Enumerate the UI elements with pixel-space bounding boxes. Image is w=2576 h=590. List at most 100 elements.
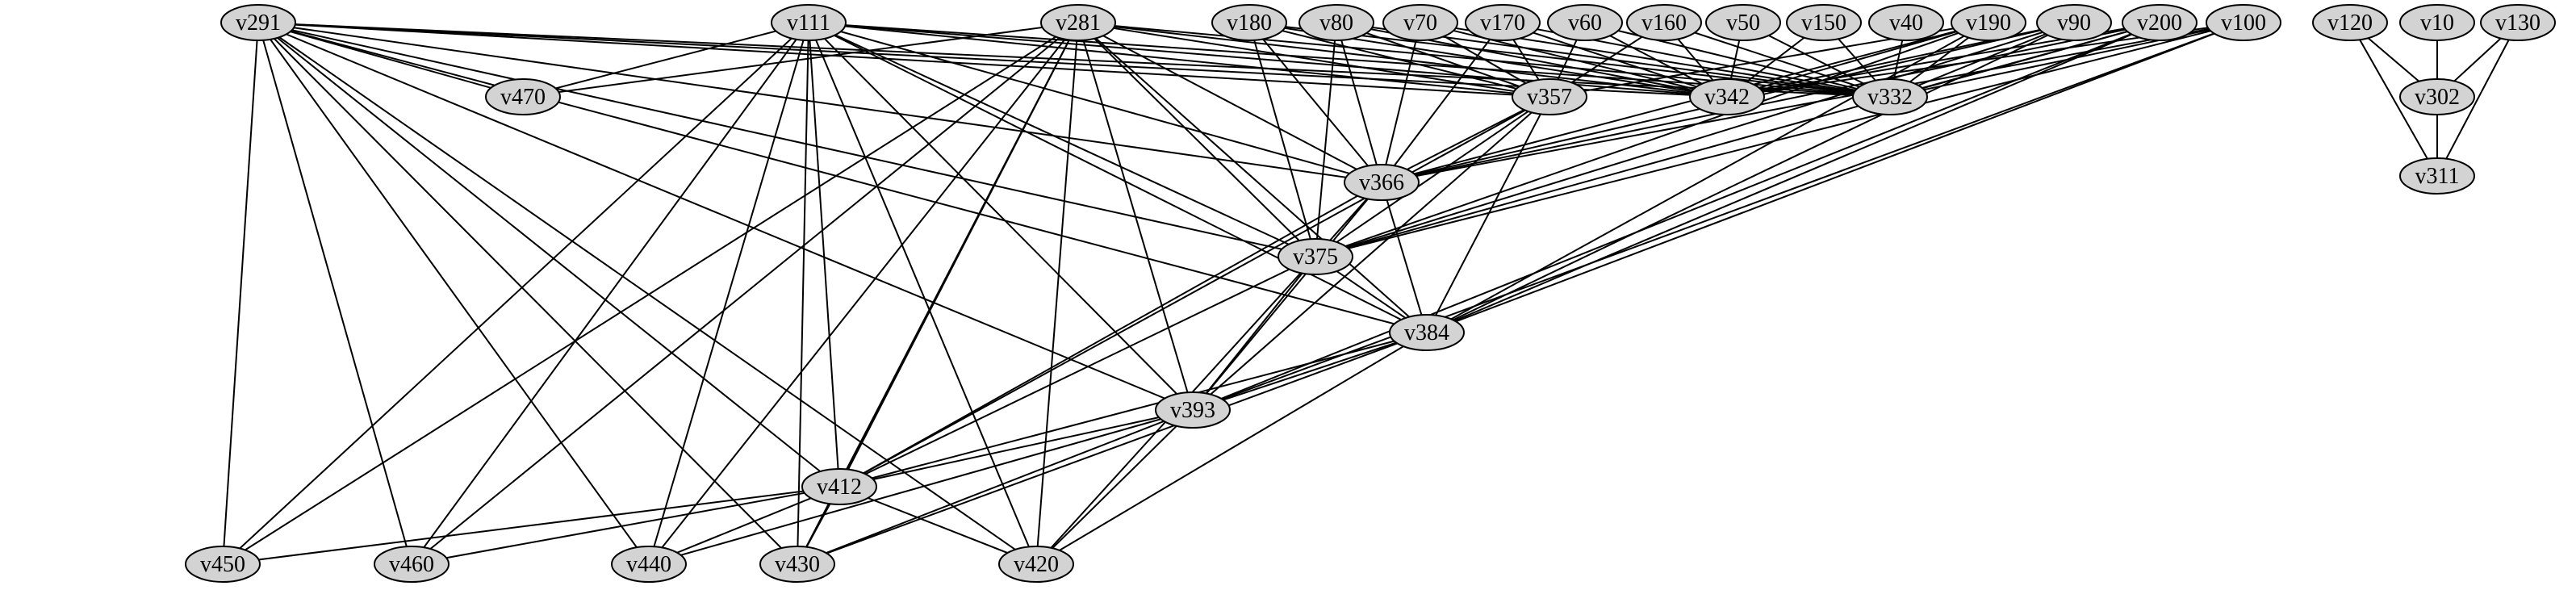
node-shape — [1382, 4, 1458, 41]
node-label: v120 — [2327, 10, 2373, 36]
node-shape — [1512, 78, 1587, 115]
edge-v291-v393 — [257, 22, 1194, 411]
node-shape — [485, 78, 561, 115]
edge-v357-v384 — [1426, 96, 1550, 333]
node-v50: v50 — [1705, 4, 1781, 41]
node-label: v170 — [1480, 10, 1525, 36]
edge-v170-v342 — [1502, 22, 1728, 98]
node-label: v384 — [1404, 320, 1449, 345]
node-shape — [771, 4, 847, 41]
node-label: v440 — [626, 552, 671, 577]
node-v470: v470 — [485, 78, 561, 115]
edge-v111-v393 — [808, 22, 1194, 411]
node-shape — [2399, 157, 2475, 195]
node-v420: v420 — [998, 546, 1074, 583]
node-v190: v190 — [1951, 4, 2026, 41]
node-label: v10 — [2420, 10, 2454, 36]
node-label: v420 — [1014, 552, 1059, 577]
edge-v291-v357 — [257, 22, 1550, 98]
node-shape — [1040, 4, 1116, 41]
edge-v111-v450 — [222, 22, 809, 565]
node-v200: v200 — [2122, 4, 2198, 41]
node-v366: v366 — [1344, 164, 1420, 201]
node-shape — [1626, 4, 1702, 41]
node-v311: v311 — [2399, 157, 2475, 195]
node-shape — [2480, 4, 2556, 41]
node-label: v412 — [817, 475, 862, 500]
edge-v100-v366 — [1381, 22, 2244, 183]
edge-v281-v375 — [1077, 22, 1316, 257]
edge-v291-v430 — [257, 22, 798, 565]
edge-v120-v311 — [2349, 22, 2438, 177]
edge-v281-v450 — [222, 22, 1079, 565]
node-label: v357 — [1527, 85, 1572, 110]
edge-v111-v420 — [808, 22, 1037, 565]
node-v160: v160 — [1626, 4, 1702, 41]
edge-v200-v393 — [1192, 22, 2160, 411]
edge-v291-v450 — [222, 22, 259, 565]
edge-v111-v440 — [648, 22, 809, 565]
node-shape — [1689, 78, 1765, 115]
node-v384: v384 — [1389, 314, 1465, 351]
node-v393: v393 — [1155, 391, 1231, 429]
edge-v281-v366 — [1077, 22, 1382, 183]
edge-v281-v384 — [1077, 22, 1428, 333]
edge-v412-v440 — [648, 486, 840, 565]
edge-v366-v393 — [1192, 182, 1382, 411]
node-label: v190 — [1966, 10, 2011, 36]
node-v357: v357 — [1512, 78, 1587, 115]
node-v412: v412 — [801, 468, 877, 505]
node-v100: v100 — [2206, 4, 2281, 41]
edge-v190-v375 — [1315, 22, 1989, 257]
edge-v357-v412 — [838, 96, 1550, 487]
node-v130: v130 — [2480, 4, 2556, 41]
node-v120: v120 — [2312, 4, 2388, 41]
edge-v281-v420 — [1035, 22, 1079, 565]
node-label: v393 — [1170, 398, 1215, 423]
node-v430: v430 — [759, 546, 835, 583]
node-v170: v170 — [1465, 4, 1541, 41]
edge-v111-v375 — [808, 22, 1316, 257]
edge-v70-v366 — [1381, 22, 1421, 183]
node-v281: v281 — [1040, 4, 1116, 41]
node-label: v332 — [1867, 85, 1913, 110]
edge-v180-v375 — [1248, 22, 1316, 257]
edge-v130-v311 — [2436, 22, 2519, 177]
edge-v281-v357 — [1077, 22, 1550, 98]
edge-v291-v460 — [257, 22, 412, 565]
edge-v80-v366 — [1336, 22, 1382, 183]
node-label: v450 — [200, 552, 245, 577]
node-shape — [1298, 4, 1374, 41]
node-shape — [185, 546, 261, 583]
edge-v291-v440 — [257, 22, 650, 565]
node-v60: v60 — [1547, 4, 1623, 41]
edge-v190-v342 — [1726, 22, 1989, 98]
node-label: v460 — [389, 552, 434, 577]
node-label: v40 — [1889, 10, 1923, 36]
edge-v111-v412 — [808, 22, 840, 487]
node-label: v430 — [775, 552, 820, 577]
edge-v357-v393 — [1192, 96, 1550, 411]
node-shape — [1547, 4, 1623, 41]
node-shape — [759, 546, 835, 583]
edge-v100-v375 — [1315, 22, 2244, 257]
edge-v160-v332 — [1663, 22, 1891, 98]
node-shape — [2312, 4, 2388, 41]
node-label: v100 — [2221, 10, 2266, 36]
node-shape — [220, 4, 296, 41]
node-label: v150 — [1801, 10, 1846, 36]
node-v10: v10 — [2399, 4, 2475, 41]
edge-v357-v375 — [1315, 96, 1550, 257]
edge-v180-v366 — [1248, 22, 1382, 183]
node-label: v342 — [1704, 85, 1750, 110]
edge-v291-v342 — [257, 22, 1728, 98]
node-label: v90 — [2057, 10, 2091, 36]
node-shape — [1705, 4, 1781, 41]
node-shape — [1211, 4, 1287, 41]
edge-v90-v384 — [1426, 22, 2075, 333]
edge-v375-v393 — [1192, 256, 1316, 411]
node-label: v302 — [2415, 85, 2460, 110]
edge-v111-v430 — [797, 22, 809, 565]
edge-v291-v366 — [257, 22, 1382, 183]
